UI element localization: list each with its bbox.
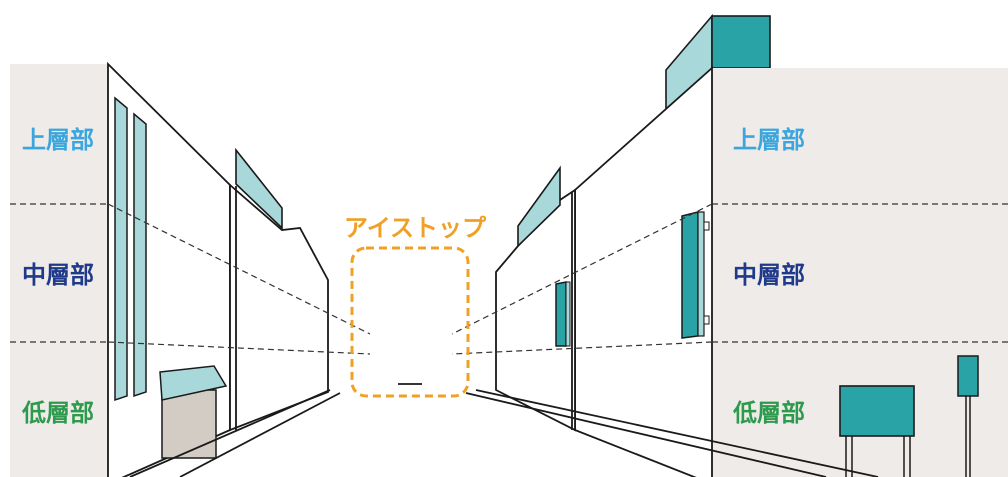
right-pole-sign (957, 355, 979, 397)
left-label-upper: 上層部 (22, 126, 94, 154)
right-label-middle: 中層部 (733, 261, 805, 289)
level-guide-lines (10, 203, 1008, 355)
left-perspective-line-lower (107, 341, 371, 355)
right-perspective-line-lower (451, 341, 713, 355)
right-billboard (839, 385, 915, 437)
right-wall-sign-bracket-2 (703, 315, 710, 325)
left-perspective-line-upper (107, 203, 371, 335)
left-facade-front (10, 64, 108, 477)
right-curb-2 (465, 392, 827, 477)
eyestop-frame (350, 246, 470, 398)
left-label-lower: 低層部 (21, 399, 94, 427)
right-curb-1 (475, 389, 879, 477)
right-perspective-line-upper (451, 203, 713, 335)
left-label-middle: 中層部 (22, 261, 94, 289)
right-wall-sign-bracket-1 (703, 221, 710, 231)
left-vertical-sign-2 (133, 112, 147, 398)
left-awning (159, 365, 228, 401)
right-wall-sign-large (681, 211, 699, 339)
right-wall-sign-large-face (697, 211, 705, 337)
right-rooftop-sign (517, 165, 561, 248)
right-rooftop-box-front (711, 15, 771, 69)
left-rooftop-sign (235, 147, 283, 230)
right-wall-sign-small-face (565, 281, 571, 347)
left-building-block (10, 61, 341, 477)
left-far-wall (229, 183, 329, 432)
right-building-block (465, 13, 1008, 477)
right-label-lower: 低層部 (732, 399, 805, 427)
eyestop-label: アイストップ (344, 214, 487, 242)
left-curb-2 (179, 392, 341, 477)
left-door (161, 389, 217, 459)
right-label-upper: 上層部 (733, 126, 805, 154)
left-curb-1 (129, 389, 331, 477)
left-vertical-sign-1 (114, 96, 128, 402)
right-wall-sign-small (555, 281, 567, 347)
